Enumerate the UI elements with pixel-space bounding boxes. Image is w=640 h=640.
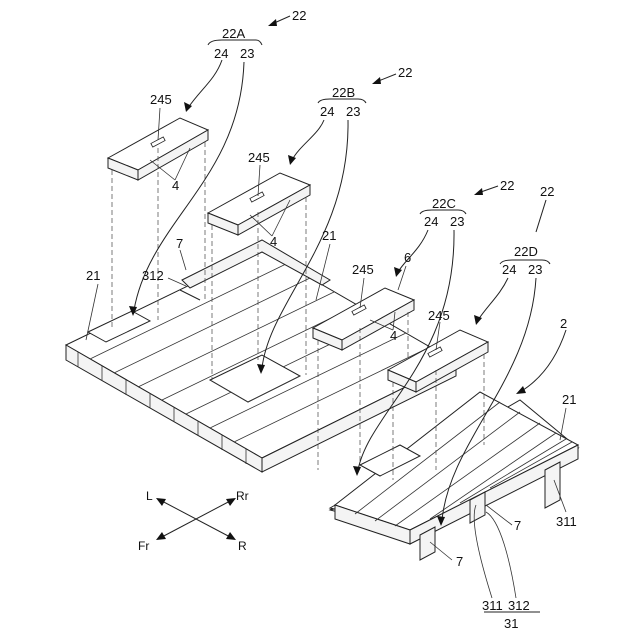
label-22-d: 22 (540, 184, 554, 199)
label-22C: 22C (432, 196, 456, 211)
label-21-left: 21 (86, 268, 100, 283)
label-24-d: 24 (502, 262, 516, 277)
label-22-c: 22 (500, 178, 514, 193)
label-7-right: 7 (514, 518, 521, 533)
label-24-c: 24 (424, 214, 438, 229)
label-245-b: 245 (248, 150, 270, 165)
label-21-mid: 21 (322, 228, 336, 243)
label-22-b: 22 (398, 65, 412, 80)
label-6: 6 (404, 250, 411, 265)
label-311-bottom: 311 (482, 598, 503, 613)
label-24-b: 24 (320, 104, 334, 119)
label-23-c: 23 (450, 214, 464, 229)
label-23-a: 23 (240, 46, 254, 61)
label-311-right: 311 (556, 514, 577, 529)
label-312-bottom: 312 (508, 598, 530, 613)
label-23-d: 23 (528, 262, 542, 277)
label-7-bottom: 7 (456, 554, 463, 569)
direction-label-Fr: Fr (138, 539, 149, 553)
direction-compass (156, 498, 236, 540)
label-245-d: 245 (428, 308, 450, 323)
label-4-a: 4 (172, 178, 179, 193)
label-22B: 22B (332, 85, 355, 100)
label-21-right: 21 (562, 392, 576, 407)
label-312-top: 312 (142, 268, 164, 283)
label-7-top: 7 (176, 236, 183, 251)
direction-label-Rr: Rr (236, 489, 249, 503)
label-24-a: 24 (214, 46, 228, 61)
label-22-a: 22 (292, 8, 306, 23)
direction-label-R: R (238, 539, 247, 553)
label-4-c: 4 (390, 328, 397, 343)
label-22D: 22D (514, 244, 538, 259)
label-31: 31 (504, 616, 518, 631)
label-245-c: 245 (352, 262, 374, 277)
label-2: 2 (560, 316, 567, 331)
direction-label-L: L (146, 489, 153, 503)
label-22A: 22A (222, 26, 245, 41)
label-23-b: 23 (346, 104, 360, 119)
label-245-a: 245 (150, 92, 172, 107)
label-4-b: 4 (270, 234, 277, 249)
